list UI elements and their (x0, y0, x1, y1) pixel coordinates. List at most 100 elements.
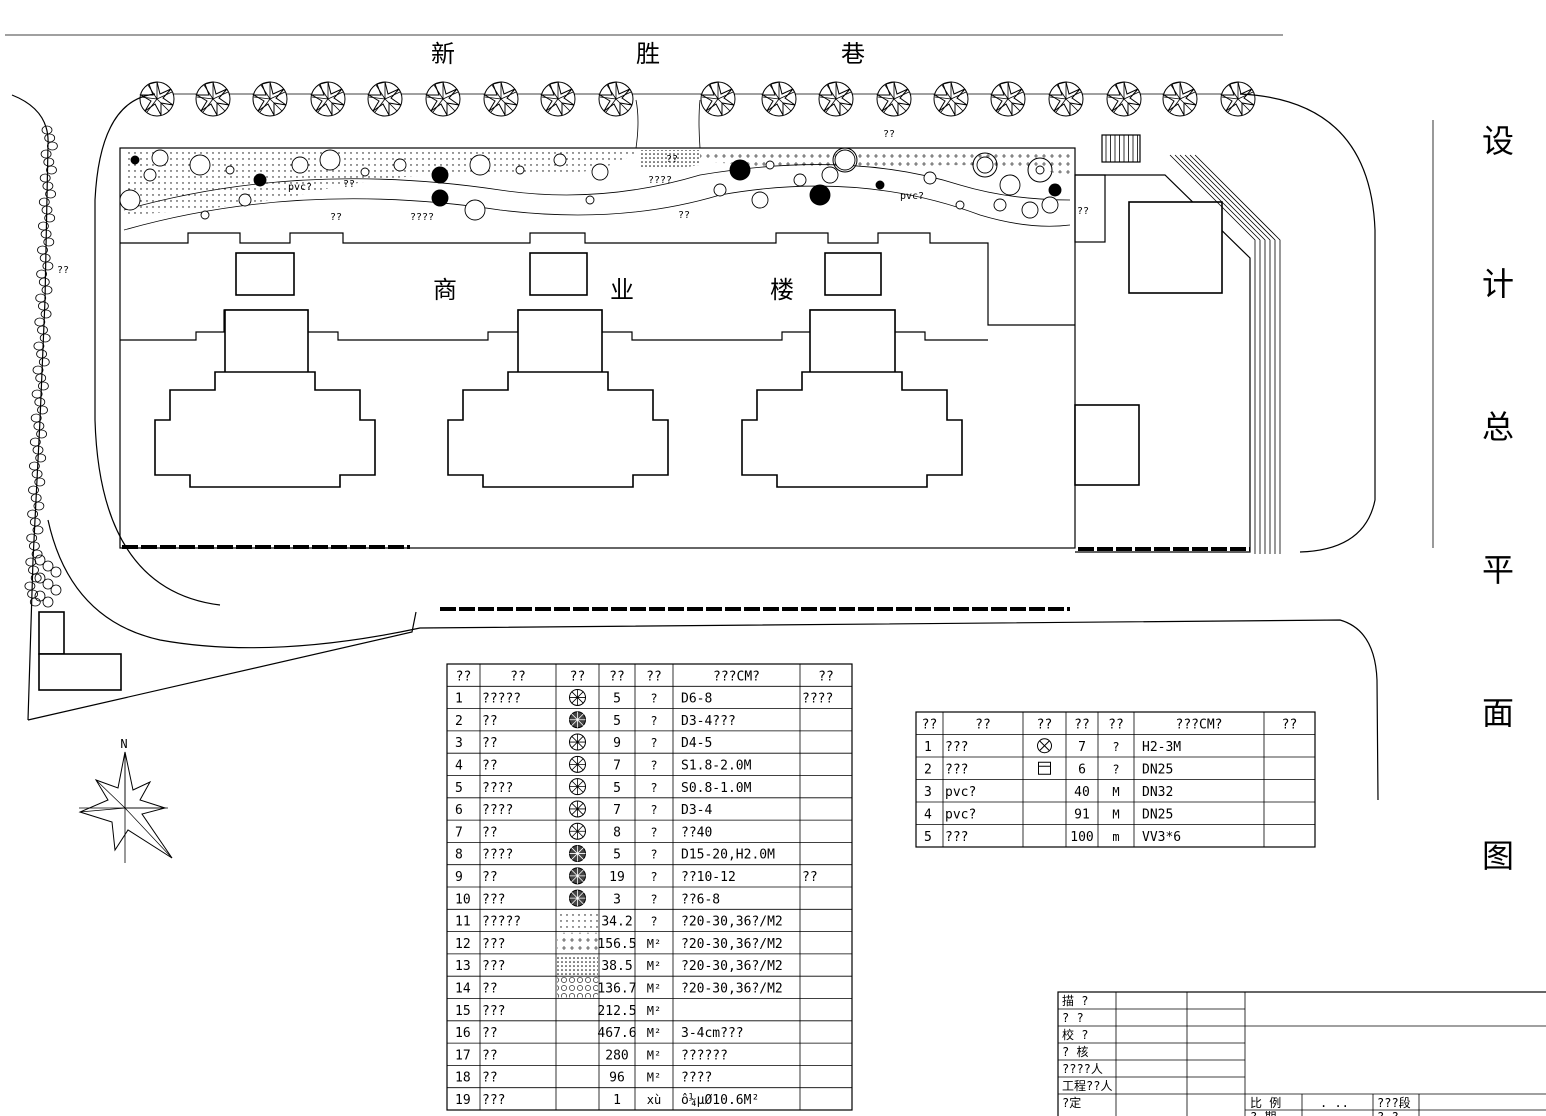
shrub-icon (30, 413, 42, 423)
row-spec: DN32 (1142, 785, 1173, 800)
shrub-icon (40, 229, 52, 239)
row-spec: ??10-12 (681, 870, 736, 885)
drawing-title-char: 总 (1482, 408, 1514, 446)
street-tree-icon (1106, 81, 1142, 117)
row-note: ?? (802, 870, 818, 885)
stage-label: ???段 (1377, 1095, 1411, 1110)
ramp-line (1174, 154, 1261, 554)
shrub-icon (31, 469, 43, 479)
row-name: ??? (945, 830, 968, 845)
north-label: N (120, 737, 127, 751)
row-unit: ? (1112, 763, 1119, 777)
scale-label: 比 例 (1250, 1096, 1281, 1110)
row-spec: ?20-30,36?/M2 (681, 937, 783, 952)
building-label-char: 商 (433, 276, 457, 304)
street-tree-icon (818, 81, 854, 117)
row-spec: ??40 (681, 825, 712, 840)
plant-icon (225, 165, 235, 175)
row-quantity: 156.5 (597, 937, 636, 952)
garden-label: ?? (678, 210, 690, 221)
row-quantity: 3 (613, 892, 621, 907)
row-number: 5 (924, 830, 932, 845)
table-header: ?? (1037, 718, 1053, 733)
shrub-icon (31, 549, 43, 559)
row-unit: ? (650, 848, 657, 862)
right-building-block (1128, 201, 1223, 294)
shrub-icon (40, 149, 52, 159)
table-header: ?? (922, 718, 938, 733)
hatch-sample-icon (557, 977, 598, 998)
row-unit: m (1112, 830, 1119, 844)
shrub-icon (42, 578, 54, 590)
row-name: ?? (482, 1026, 498, 1041)
row-number: 4 (924, 808, 932, 823)
core-block (809, 309, 896, 374)
shrub-icon (38, 357, 50, 367)
table-header: ?? (510, 669, 526, 684)
title-block-label: 校 ? (1062, 1027, 1088, 1042)
table-header: ?? (646, 669, 662, 684)
title-block-label: ? 核 (1062, 1045, 1088, 1059)
row-number: 2 (455, 714, 463, 729)
street-tree-icon (195, 81, 231, 117)
plant-icon (821, 166, 839, 184)
road-edge (27, 611, 417, 721)
plant-icon (151, 149, 169, 167)
row-name: pvc? (945, 808, 976, 823)
facility-schedule-table: ?????????????CM???1???7?H2-3M2???6?DN253… (915, 711, 1316, 848)
shrub-icon (36, 349, 47, 359)
plant-icon (553, 153, 567, 167)
shrub-icon (36, 269, 47, 279)
row-unit: xù (647, 1093, 661, 1107)
garden-path (123, 185, 1071, 231)
shrub-icon (33, 341, 45, 351)
row-number: 17 (455, 1048, 471, 1063)
table-row: 8????5?D15-20,H2.0M (455, 845, 775, 863)
table-row: 6????7?D3-4 (455, 800, 712, 818)
garden-label: ?? (330, 212, 342, 223)
street-tree-row (139, 81, 1256, 117)
row-unit: ? (650, 803, 657, 817)
row-quantity: 8 (613, 825, 621, 840)
entrance-curve (635, 99, 701, 149)
core-block (224, 309, 309, 374)
title-block-frame (1057, 991, 1546, 1116)
table-row: 5????5?S0.8-1.0M (455, 778, 752, 796)
shrub-icon (38, 381, 49, 391)
row-number: 18 (455, 1071, 471, 1086)
row-spec: ?20-30,36?/M2 (681, 915, 783, 930)
shrub-icon (45, 189, 56, 199)
shrub-icon (34, 554, 46, 566)
row-number: 12 (455, 937, 471, 952)
row-name: ??? (482, 937, 505, 952)
ramp-line (1184, 154, 1271, 554)
row-name: ??? (482, 959, 505, 974)
row-quantity: 7 (613, 759, 621, 774)
row-unit: M² (647, 1071, 661, 1085)
row-quantity: 1 (613, 1093, 621, 1108)
shrub-icon (30, 493, 42, 503)
row-unit: M² (647, 937, 661, 951)
table-row: 7??8???40 (455, 822, 712, 840)
left-small-building (38, 653, 122, 691)
tree-icon (972, 152, 998, 178)
ramp-line (1179, 154, 1266, 554)
row-unit: ? (650, 692, 657, 706)
plant-icon (1021, 201, 1039, 219)
shrub-icon (35, 293, 47, 303)
plant-icon (431, 189, 449, 207)
table-row: 10???3???6-8 (455, 889, 720, 907)
street-label-char: 新 (431, 40, 455, 68)
commercial-building-outline (120, 232, 1075, 326)
row-unit: ? (650, 892, 657, 906)
left-boundary (11, 94, 49, 721)
row-spec: D6-8 (681, 692, 712, 707)
valve-box-icon (1038, 761, 1051, 775)
shrub-icon (38, 197, 50, 207)
row-quantity: 5 (613, 714, 621, 729)
row-unit: ? (650, 825, 657, 839)
